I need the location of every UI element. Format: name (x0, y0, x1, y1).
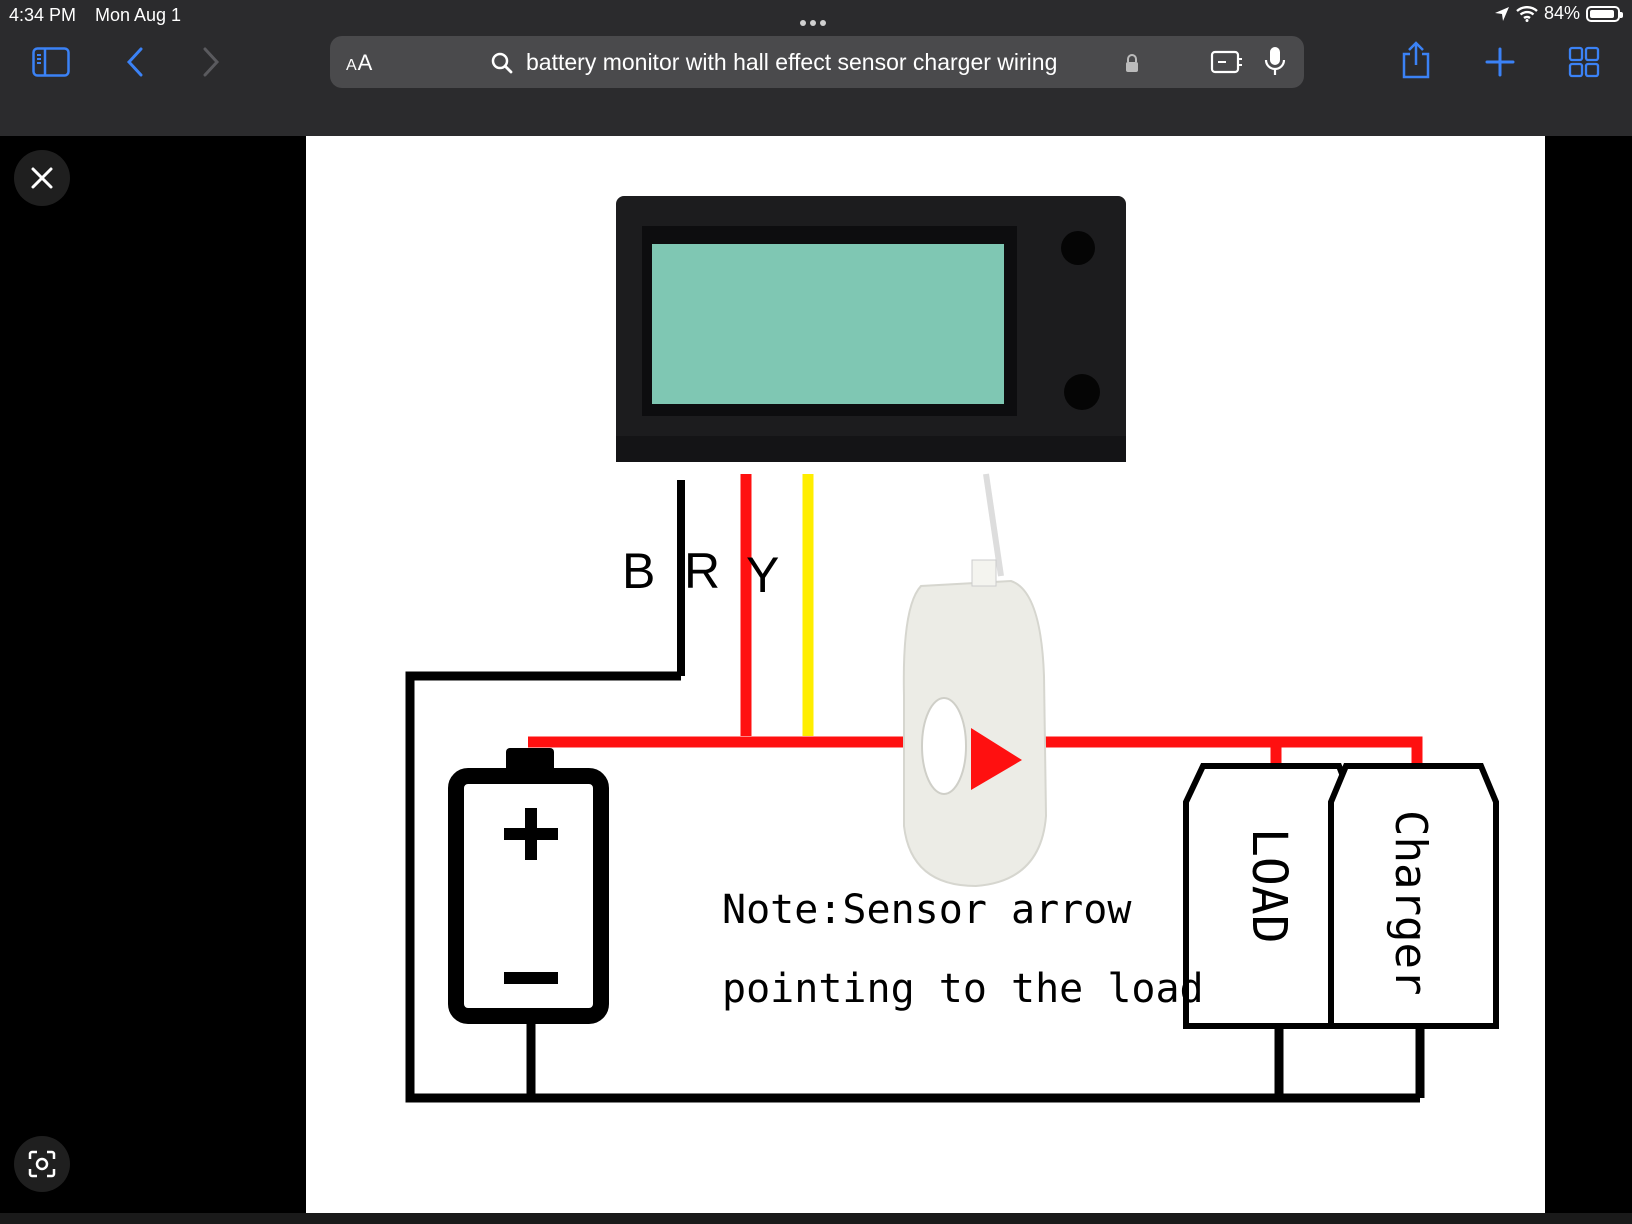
share-icon (1402, 41, 1430, 79)
status-right: 84% (1494, 3, 1623, 24)
address-bar[interactable]: AA battery monitor with hall effect sens… (330, 36, 1304, 88)
battery-icon (1586, 5, 1623, 22)
lock-icon (1126, 54, 1138, 72)
search-query[interactable]: battery monitor with hall effect sensor … (526, 49, 1058, 75)
forward-button[interactable] (196, 44, 226, 80)
sidebar-icon (32, 47, 70, 77)
meter-button-bottom (1064, 374, 1100, 410)
wiring-diagram-image: B R Y Note:Sensor arrow pointing to the … (306, 136, 1545, 1213)
positive-line (528, 736, 1423, 766)
reader-settings-button[interactable]: AA (346, 50, 374, 75)
wire-label-b: B (622, 543, 655, 599)
reader-icon[interactable] (1210, 48, 1244, 76)
new-tab-button[interactable] (1482, 42, 1518, 82)
tabs-overview-icon (1568, 46, 1600, 78)
back-button[interactable] (120, 44, 150, 80)
charger-label: Charger (1385, 810, 1436, 995)
mic-icon[interactable] (1264, 46, 1286, 78)
new-tab-icon (1485, 47, 1515, 77)
back-icon (126, 47, 143, 77)
meter-lcd-screen (652, 244, 1004, 404)
status-bar: 4:34 PM Mon Aug 1 84% (0, 0, 1632, 30)
note-line-2: pointing to the load (722, 966, 1204, 1012)
tabs-overview-button[interactable] (1566, 42, 1602, 82)
sidebar-button[interactable] (31, 44, 71, 80)
forward-icon (203, 47, 220, 77)
visual-lookup-icon (28, 1150, 56, 1178)
wiring-diagram: B R Y Note:Sensor arrow pointing to the … (405, 196, 1499, 1103)
close-button[interactable] (14, 150, 70, 206)
wire-label-y: Y (746, 547, 779, 603)
charger-box (1328, 763, 1499, 1029)
close-icon (31, 167, 53, 189)
image-viewer: B R Y Note:Sensor arrow pointing to the … (0, 136, 1632, 1213)
visual-lookup-button[interactable] (14, 1136, 70, 1192)
load-label: LOAD (1241, 828, 1297, 944)
battery-percent: 84% (1543, 3, 1580, 23)
note-line-1: Note:Sensor arrow (722, 887, 1132, 933)
share-button[interactable] (1398, 38, 1434, 82)
wire-label-r: R (684, 543, 720, 599)
search-icon (491, 52, 513, 74)
status-time: 4:34 PM (9, 5, 77, 25)
wifi-icon (1516, 5, 1538, 22)
sensor-arrow (971, 728, 1022, 790)
meter-button-top (1061, 231, 1095, 265)
bottom-bar (0, 1213, 1632, 1224)
status-date: Mon Aug 1 (95, 5, 182, 25)
location-arrow-icon (1494, 6, 1509, 21)
multitasking-dots[interactable] (800, 10, 830, 31)
negative-loop (405, 671, 1420, 1103)
browser-toolbar: AA battery monitor with hall effect sens… (0, 30, 1632, 136)
